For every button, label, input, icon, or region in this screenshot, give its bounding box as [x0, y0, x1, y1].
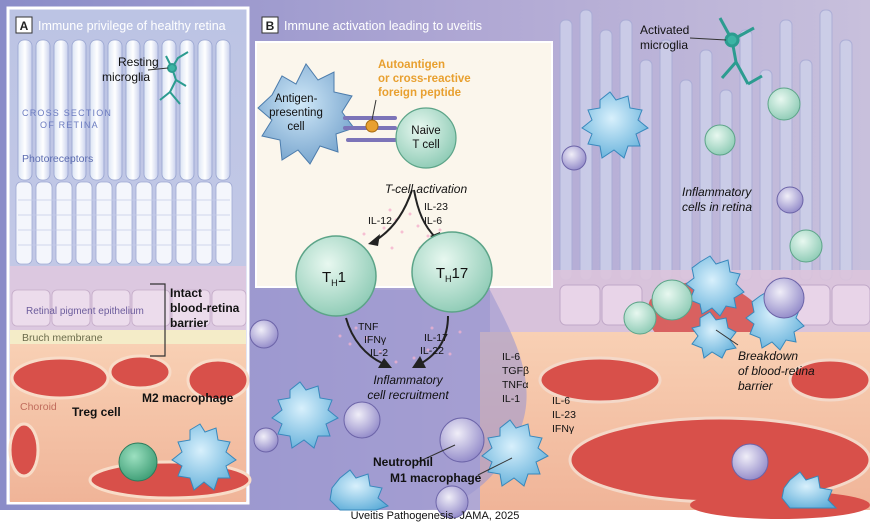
apc-label-2: presenting — [269, 107, 323, 119]
activated-microglia-label-2: microglia — [640, 38, 688, 52]
treg-label: Treg cell — [72, 405, 121, 419]
treg-cell — [118, 442, 158, 482]
th17-cyto-1: IL-17 — [424, 332, 448, 344]
breakdown-label-3: barrier — [738, 379, 774, 393]
inflammatory-cells-label-2: cells in retina — [682, 200, 752, 214]
cyto-right-1: IL-6 — [552, 395, 570, 407]
m2-macrophage-cell — [171, 423, 237, 491]
photoreceptors-label: Photoreceptors — [22, 153, 93, 165]
th17-cell — [411, 231, 493, 313]
cross-section-label-2: OF RETINA — [40, 120, 99, 130]
panel-a — [6, 6, 252, 505]
apc-cell — [257, 63, 355, 165]
m1-label: M1 macrophage — [390, 471, 482, 485]
il23-label: IL-23 — [424, 201, 448, 213]
cyto-mid-2: TGFβ — [502, 365, 529, 377]
panel-a-badge: A — [20, 19, 29, 33]
cyto-mid-4: IL-1 — [502, 393, 520, 405]
breakdown-label-2: of blood-retina — [738, 364, 815, 378]
th1-cyto-1: TNF — [358, 321, 378, 333]
outer-segments — [15, 181, 233, 265]
th1-cyto-2: IFNγ — [364, 334, 387, 346]
autoantigen-label-1: Autoantigen — [378, 59, 445, 71]
tcell-activation-label: T-cell activation — [385, 182, 468, 196]
intact-barrier-label-1: Intact — [170, 286, 202, 300]
autoantigen-label-2: or cross-reactive — [378, 73, 471, 85]
autoantigen-label-3: foreign peptide — [378, 87, 461, 99]
th17-label: TH17 — [436, 265, 468, 284]
panel-b-cells — [249, 17, 838, 519]
cyto-right-3: IFNγ — [552, 423, 575, 435]
cyto-right-2: IL-23 — [552, 409, 576, 421]
th17-cyto-2: IL-22 — [420, 345, 444, 357]
intact-barrier-label-2: blood-retina — [170, 301, 240, 315]
activated-microglia-label-1: Activated — [640, 23, 689, 37]
apc-label-3: cell — [287, 121, 304, 133]
recruitment-label-2: cell recruitment — [367, 388, 449, 402]
il12-label: IL-12 — [368, 215, 392, 227]
th1-label: TH1 — [322, 269, 346, 288]
resting-microglia-label-1: Resting — [118, 55, 159, 69]
panel-b-badge: B — [266, 19, 275, 33]
cyto-mid-1: IL-6 — [502, 351, 520, 363]
bruch-label: Bruch membrane — [22, 332, 103, 344]
figure-caption: Uveitis Pathogenesis. JAMA, 2025 — [350, 510, 520, 522]
apc-label-1: Antigen- — [275, 93, 318, 105]
choroid-label: Choroid — [20, 401, 57, 413]
th1-cyto-3: IL-2 — [370, 347, 388, 359]
panel-b-badge-box — [261, 16, 279, 34]
panel-a-title: Immune privilege of healthy retina — [38, 19, 226, 33]
recruitment-label-1: Inflammatory — [373, 373, 443, 387]
photoreceptor-rods — [17, 39, 231, 181]
neutrophil-label: Neutrophil — [373, 455, 433, 469]
inflammatory-cells-label-1: Inflammatory — [682, 185, 752, 199]
cyto-mid-3: TNFα — [502, 379, 528, 391]
intact-barrier-label-3: barrier — [170, 316, 208, 330]
th1-cell — [295, 235, 377, 317]
naive-label-2: T cell — [412, 139, 439, 151]
naive-label-1: Naive — [411, 125, 440, 137]
panel-b-title: Immune activation leading to uveitis — [284, 19, 482, 33]
breakdown-label-1: Breakdown — [738, 349, 798, 363]
cross-section-label-1: CROSS SECTION — [22, 108, 112, 118]
tcell-activation-inset — [255, 41, 553, 288]
il6-label: IL-6 — [424, 215, 442, 227]
panel-a-badge-box — [15, 16, 33, 34]
naive-tcell — [395, 107, 457, 169]
rpe-label: Retinal pigment epithelium — [26, 306, 144, 317]
m2-label: M2 macrophage — [142, 391, 234, 405]
resting-microglia-cell — [159, 51, 189, 105]
resting-microglia-label-2: microglia — [102, 70, 150, 84]
